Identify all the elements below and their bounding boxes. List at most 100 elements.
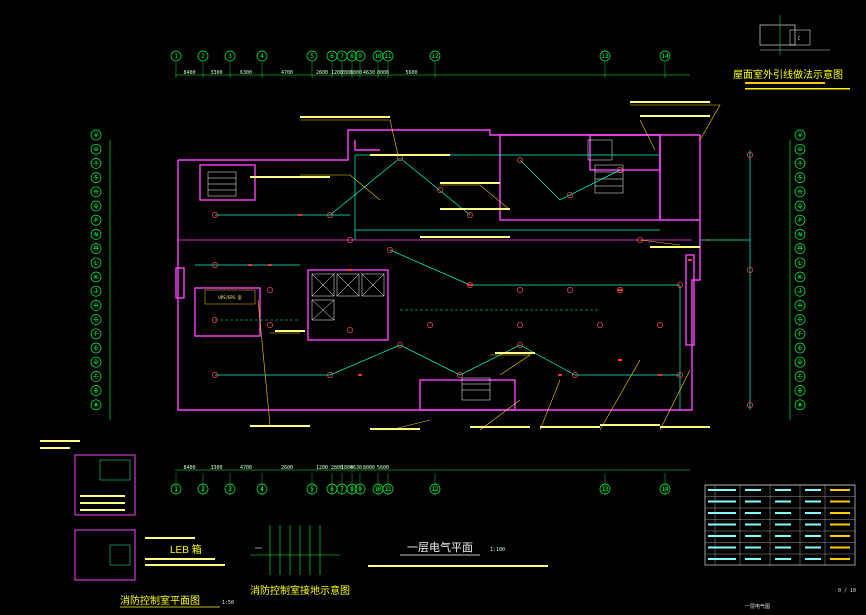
table-cell bbox=[720, 523, 736, 526]
axis-label: 7 bbox=[340, 53, 344, 60]
axis-label: C bbox=[94, 373, 98, 380]
axis-bubble bbox=[794, 200, 806, 212]
alarm-device bbox=[268, 264, 272, 266]
main-plan-title: 一层电气平面 bbox=[407, 540, 473, 554]
axis-bubble bbox=[346, 50, 358, 62]
axis-bubble bbox=[90, 371, 102, 382]
axis-bubble bbox=[659, 483, 671, 495]
table-cell bbox=[720, 500, 736, 503]
axis-label: D bbox=[798, 359, 802, 366]
axis-bubble bbox=[256, 50, 268, 62]
axis-bubble bbox=[90, 356, 102, 368]
axis-label: 6 bbox=[330, 486, 334, 493]
smoke-detector bbox=[517, 157, 523, 163]
axis-bubble bbox=[794, 158, 806, 169]
axis-bubble bbox=[170, 483, 182, 495]
table-cell bbox=[745, 535, 761, 537]
axis-label: E bbox=[94, 345, 98, 352]
smoke-detector bbox=[427, 322, 433, 328]
axis-bubble bbox=[599, 483, 611, 495]
table-cell bbox=[720, 489, 736, 491]
axis-bubble bbox=[224, 50, 236, 62]
axis-bubble bbox=[197, 483, 209, 495]
table-cell bbox=[745, 558, 761, 560]
smoke-detector bbox=[387, 247, 393, 253]
smoke-detector bbox=[212, 317, 218, 323]
axis-label: 6 bbox=[330, 53, 334, 60]
smoke-detector bbox=[267, 322, 273, 328]
axis-bubble bbox=[794, 229, 806, 240]
axis-label: 12 bbox=[431, 53, 439, 60]
table-cell bbox=[708, 535, 724, 537]
axis-label: 8 bbox=[350, 486, 354, 493]
axis-label: 8 bbox=[350, 53, 354, 60]
axis-bubble bbox=[306, 50, 318, 62]
axis-label: P bbox=[94, 217, 98, 224]
axis-bubble bbox=[90, 285, 102, 297]
smoke-detector bbox=[677, 282, 683, 288]
dimension-label: 3300 bbox=[210, 70, 222, 76]
wiring-dashes bbox=[215, 309, 600, 321]
axis-label: 4 bbox=[260, 486, 264, 493]
axis-label: P bbox=[798, 217, 802, 224]
smoke-detector bbox=[212, 262, 218, 268]
dimension-label: 8000 bbox=[363, 465, 375, 471]
axis-bubble bbox=[90, 314, 102, 325]
axis-bubble bbox=[90, 385, 102, 396]
axis-label: 14 bbox=[661, 486, 669, 493]
axis-bubble bbox=[90, 200, 102, 212]
axis-label: H bbox=[94, 302, 98, 309]
dimension-label: 3300 bbox=[210, 465, 222, 471]
axis-bubble bbox=[794, 385, 806, 396]
smoke-detector bbox=[467, 212, 473, 218]
alarm-device bbox=[248, 264, 252, 266]
axis-bubble bbox=[794, 285, 806, 297]
ups-room-label: UPS/EPS 室 bbox=[218, 294, 241, 300]
axis-bubble bbox=[90, 214, 102, 226]
grounding-detail bbox=[250, 525, 340, 575]
table-cell bbox=[745, 512, 761, 514]
axis-bubble bbox=[197, 50, 209, 62]
axis-bubble bbox=[90, 158, 102, 169]
dimension-label: 1200 bbox=[331, 70, 343, 76]
axis-label: 9 bbox=[358, 53, 362, 60]
smoke-detector bbox=[567, 192, 573, 198]
dimension-label: 8000 bbox=[377, 70, 389, 76]
table-cell bbox=[830, 546, 850, 549]
axis-label: J bbox=[94, 288, 98, 295]
smoke-detector bbox=[437, 187, 443, 193]
dimension-label: 5600 bbox=[377, 465, 389, 471]
axis-label: 1 bbox=[174, 53, 178, 60]
axis-label: 4 bbox=[260, 53, 264, 60]
table-cell bbox=[745, 523, 761, 526]
dimension-label: 8400 bbox=[183, 465, 195, 471]
smoke-detector bbox=[267, 287, 273, 293]
axis-bubble bbox=[794, 186, 806, 198]
alarm-device bbox=[468, 284, 472, 286]
smoke-detector bbox=[657, 322, 663, 328]
axis-label: V bbox=[798, 132, 802, 139]
table-cell bbox=[708, 512, 724, 514]
axis-label: 13 bbox=[601, 53, 609, 60]
table-cell bbox=[830, 535, 850, 537]
axis-label: 14 bbox=[661, 53, 669, 60]
fire-control-room-title: 消防控制室平面图 bbox=[120, 594, 200, 607]
fire-alarm-wiring bbox=[195, 150, 751, 410]
plan-notes bbox=[368, 565, 548, 567]
annotation-leaders bbox=[257, 104, 721, 431]
smoke-detector bbox=[517, 322, 523, 328]
table-cell bbox=[830, 489, 850, 491]
equipment-box-label: LEB 箱 bbox=[170, 543, 202, 556]
axis-label: 5 bbox=[310, 486, 314, 493]
dimension-label: 1800 bbox=[341, 465, 353, 471]
smoke-detector bbox=[212, 212, 218, 218]
axis-label: Q bbox=[798, 203, 802, 210]
axis-bubble bbox=[90, 300, 102, 311]
fire-control-room-scale: 1:50 bbox=[222, 600, 234, 606]
table-cell bbox=[805, 489, 821, 491]
axis-bubble bbox=[794, 300, 806, 311]
dimension-label: 4630 bbox=[350, 465, 362, 471]
